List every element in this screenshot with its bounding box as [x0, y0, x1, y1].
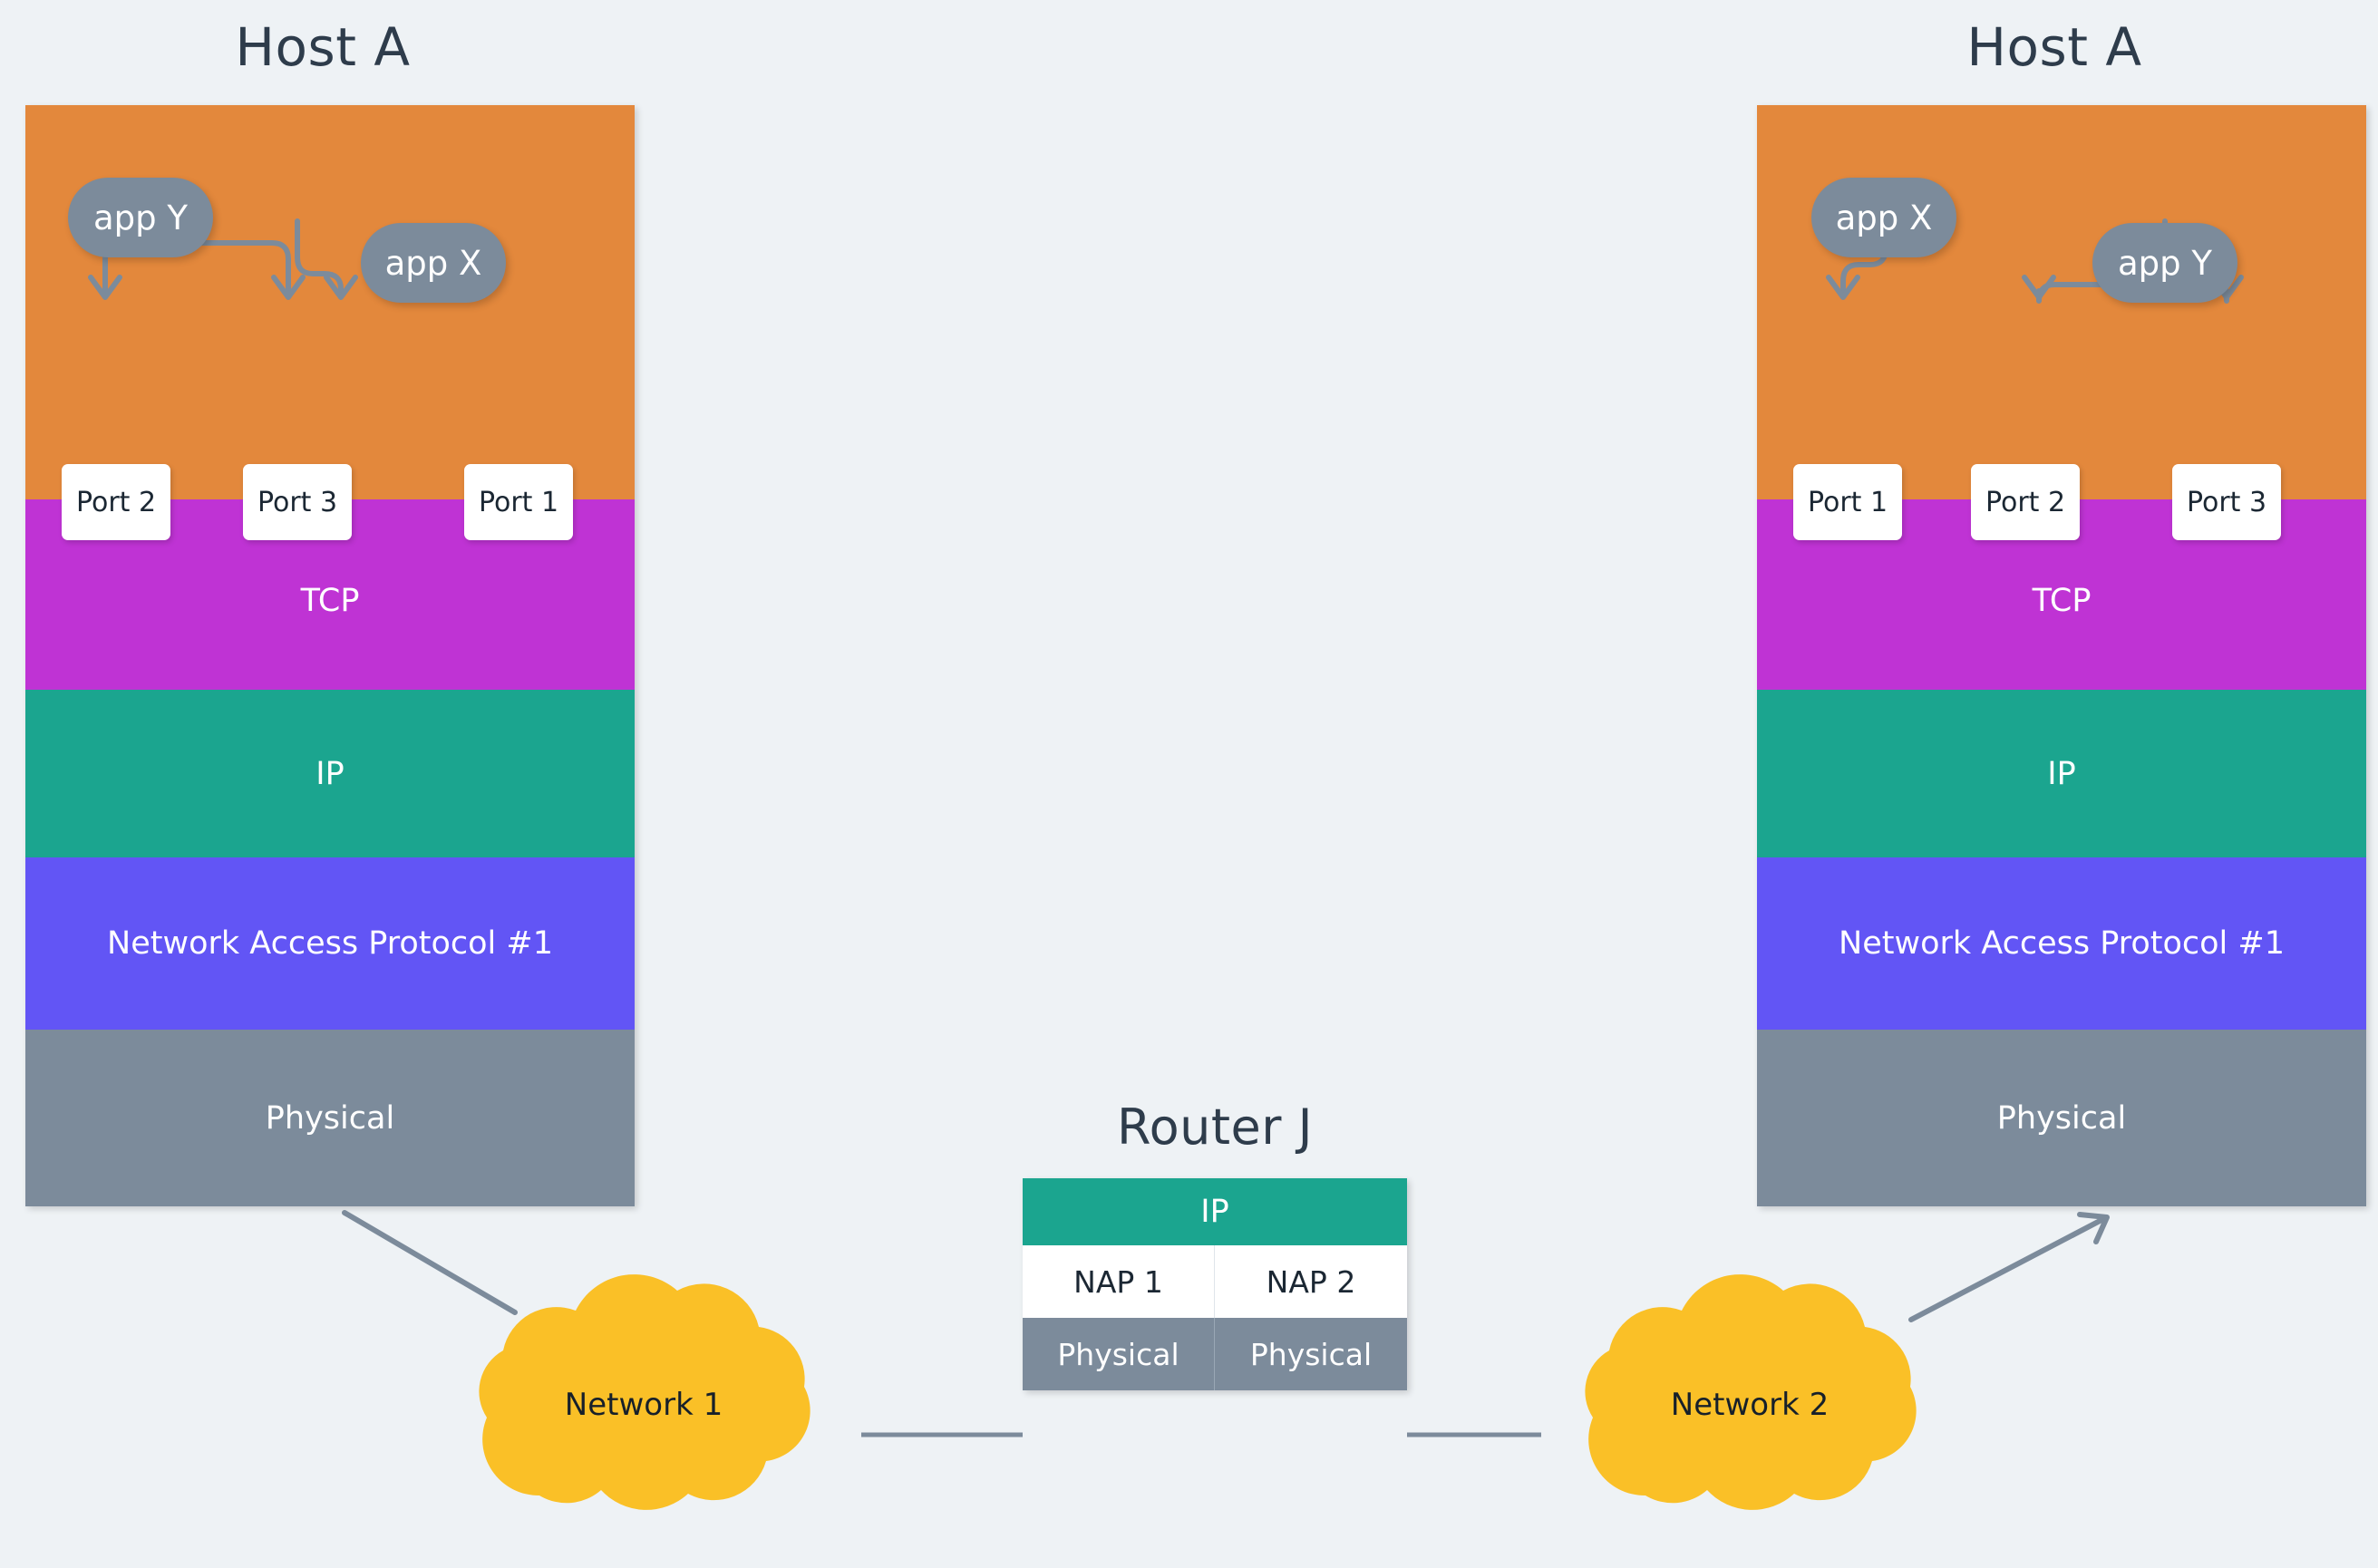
cloud-2-shape: [1585, 1274, 1917, 1510]
layer-physical-right: Physical: [1757, 1030, 2366, 1206]
app-bubble-right-1[interactable]: app Y: [2092, 223, 2237, 303]
port-label: Port 1: [1807, 486, 1888, 518]
app-bubble-label: app Y: [92, 198, 188, 237]
layer-label-physical-left: Physical: [265, 1099, 395, 1137]
port-box-left-1[interactable]: Port 3: [243, 464, 352, 540]
router-ip-label: IP: [1200, 1194, 1229, 1230]
layer-label-physical-right: Physical: [1996, 1099, 2127, 1137]
port-label: Port 1: [478, 486, 559, 518]
network-cloud-1-label: Network 1: [564, 1387, 723, 1423]
router-nap-row: NAP 1 NAP 2: [1023, 1245, 1407, 1318]
cloud-1-shape: [479, 1274, 810, 1510]
app-bubble-label: app X: [1835, 198, 1933, 237]
layer-network-access-left: Network Access Protocol #1: [25, 857, 635, 1030]
layer-internet-left: IP: [25, 690, 635, 857]
router-title: Router J: [1116, 1099, 1314, 1156]
port-label: Port 2: [75, 486, 157, 518]
router-physical-2: Physical: [1215, 1318, 1407, 1390]
router-physical-1: Physical: [1023, 1318, 1215, 1390]
router-nap-2: NAP 2: [1215, 1245, 1407, 1318]
layer-application-right: [1757, 105, 2366, 499]
port-label: Port 3: [257, 486, 338, 518]
port-box-left-2[interactable]: Port 1: [464, 464, 573, 540]
host-stack-left: TCP IP Network Access Protocol #1 Physic…: [25, 105, 635, 1206]
app-bubble-left-1[interactable]: app X: [361, 223, 506, 303]
app-bubble-right-0[interactable]: app X: [1811, 178, 1956, 257]
router-stack: IP NAP 1 NAP 2 Physical Physical: [1023, 1178, 1407, 1390]
host-title-right: Host A: [1966, 16, 2142, 78]
router-physical-2-label: Physical: [1249, 1336, 1373, 1372]
app-bubble-label: app X: [384, 243, 482, 283]
layer-label-tcp-left: TCP: [300, 583, 360, 619]
layer-label-tcp-right: TCP: [2032, 583, 2092, 619]
router-layer-ip: IP: [1023, 1178, 1407, 1245]
layer-network-access-right: Network Access Protocol #1: [1757, 857, 2366, 1030]
layer-physical-left: Physical: [25, 1030, 635, 1206]
network-cloud-1: Network 1: [422, 1269, 866, 1541]
host-stack-right: TCP IP Network Access Protocol #1 Physic…: [1757, 105, 2366, 1206]
app-bubble-label: app Y: [2117, 243, 2212, 283]
port-label: Port 3: [2186, 486, 2267, 518]
router-physical-row: Physical Physical: [1023, 1318, 1407, 1390]
router-physical-1-label: Physical: [1057, 1336, 1179, 1372]
link-network2-arrowhead: [2077, 1212, 2110, 1244]
layer-application-left: [25, 105, 635, 499]
layer-label-ip-right: IP: [2047, 755, 2076, 792]
network-cloud-2: Network 2: [1528, 1269, 1972, 1541]
port-box-right-0[interactable]: Port 1: [1793, 464, 1902, 540]
host-title-left: Host A: [235, 16, 411, 78]
layer-label-nap-right: Network Access Protocol #1: [1839, 925, 2285, 962]
port-box-right-1[interactable]: Port 2: [1971, 464, 2080, 540]
port-box-right-2[interactable]: Port 3: [2172, 464, 2281, 540]
app-bubble-left-0[interactable]: app Y: [68, 178, 213, 257]
port-box-left-0[interactable]: Port 2: [62, 464, 170, 540]
router-nap-2-label: NAP 2: [1266, 1263, 1356, 1300]
layer-label-ip-left: IP: [315, 755, 345, 792]
layer-label-nap-left: Network Access Protocol #1: [107, 925, 553, 962]
router-nap-1: NAP 1: [1023, 1245, 1215, 1318]
port-label: Port 2: [1985, 486, 2066, 518]
layer-internet-right: IP: [1757, 690, 2366, 857]
network-cloud-2-label: Network 2: [1670, 1387, 1830, 1423]
router-nap-1-label: NAP 1: [1073, 1263, 1163, 1300]
